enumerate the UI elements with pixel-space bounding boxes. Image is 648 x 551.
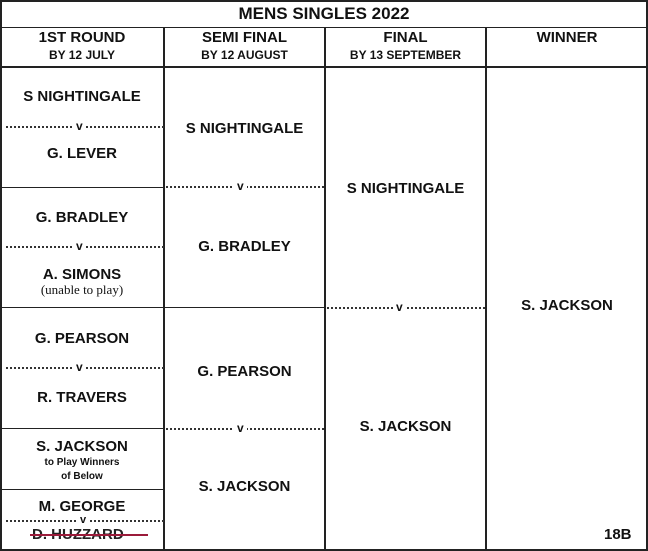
sf-m2-player-a: G. PEARSON (197, 363, 292, 380)
r1-sep-3 (0, 428, 164, 429)
r1-m1-versus: v (73, 120, 86, 132)
deadline-semi-final: BY 12 AUGUST (201, 48, 288, 62)
sf-m1-player-a: S NIGHTINGALE (185, 120, 304, 137)
r1-sep-1 (0, 187, 164, 188)
frame-left (0, 0, 2, 551)
r1-bye-player: S. JACKSON (36, 438, 128, 455)
final-player-a: S NIGHTINGALE (346, 180, 465, 197)
col-divider-2 (324, 27, 326, 551)
r1-m1-player-a: S NIGHTINGALE (23, 88, 141, 105)
strikethrough-mark (30, 534, 148, 536)
sf-m1-versus: v (234, 180, 247, 192)
header-round1: 1ST ROUND (38, 29, 126, 46)
final-divider (327, 307, 485, 309)
r1-m2-player-b-note: (unable to play) (40, 282, 124, 297)
col-divider-3 (485, 27, 487, 551)
page-code: 18B (604, 526, 632, 543)
r1-m2-player-b: A. SIMONS (42, 266, 122, 283)
r1-sep-2 (0, 307, 325, 308)
deadline-final: BY 13 SEPTEMBER (349, 48, 462, 62)
header-semi-final: SEMI FINAL (202, 29, 287, 46)
header-winner: WINNER (536, 29, 598, 46)
col-divider-1 (163, 27, 165, 551)
deadline-round1: BY 12 JULY (48, 48, 116, 62)
page-title: MENS SINGLES 2022 (238, 4, 410, 23)
final-versus: v (393, 301, 406, 313)
r1-m3-versus: v (73, 361, 86, 373)
header-final: FINAL (383, 29, 428, 46)
sf-m2-versus: v (234, 422, 247, 434)
r1-m2-player-a: G. BRADLEY (35, 209, 129, 226)
r1-m4-versus: v (77, 514, 90, 526)
final-player-b: S. JACKSON (359, 418, 452, 435)
r1-m4-player-a: M. GEORGE (38, 498, 126, 515)
r1-m1-player-b: G. LEVER (46, 145, 117, 162)
winner-name: S. JACKSON (521, 297, 613, 314)
r1-m3-player-b: R. TRAVERS (37, 389, 127, 406)
r1-bye-note-2: of Below (61, 471, 103, 482)
r1-m2-versus: v (73, 240, 86, 252)
sf-m2-player-b: S. JACKSON (198, 478, 291, 495)
frame-right (646, 0, 648, 551)
r1-sep-4 (0, 489, 164, 490)
r1-m3-player-a: G. PEARSON (34, 330, 130, 347)
r1-bye-note-1: to Play Winners (44, 457, 120, 468)
sf-m1-player-b: G. BRADLEY (198, 238, 291, 255)
frame-top (0, 0, 648, 2)
